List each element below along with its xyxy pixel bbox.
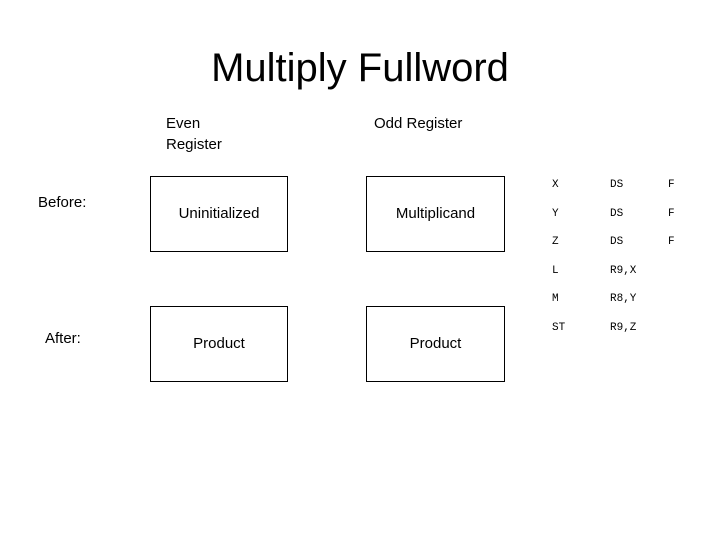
code-cell-label: M — [552, 293, 559, 305]
code-cell-operation: DS — [610, 179, 624, 191]
code-cell-operation: R9,X — [610, 264, 637, 277]
code-cell-operand: F — [668, 179, 675, 191]
code-row: M R8,Y — [552, 293, 712, 322]
code-cell-label: Z — [552, 236, 559, 248]
code-cell-operation: DS — [610, 236, 624, 248]
register-box-even-before: Uninitialized — [150, 176, 288, 252]
row-label-after: After: — [45, 330, 81, 347]
code-cell-operation: R9,Z — [610, 321, 637, 334]
code-cell-operation: R8,Y — [610, 293, 637, 305]
register-box-even-after: Product — [150, 306, 288, 382]
row-label-before: Before: — [38, 194, 87, 211]
column-header-odd-register: Odd Register — [374, 115, 463, 132]
code-cell-operand: F — [668, 207, 675, 220]
page-title: Multiply Fullword — [211, 46, 509, 90]
code-cell-label: X — [552, 179, 559, 191]
register-box-odd-before: Multiplicand — [366, 176, 505, 252]
code-row: Z DS F — [552, 236, 712, 265]
code-cell-operand: F — [668, 236, 675, 248]
column-header-even-register: Even Register — [166, 115, 222, 153]
code-cell-label: ST — [552, 321, 566, 334]
code-row: Y DS F — [552, 208, 712, 237]
register-box-odd-after: Product — [366, 306, 505, 382]
code-cell-label: Y — [552, 207, 559, 220]
code-row: L R9,X — [552, 265, 712, 294]
code-cell-operation: DS — [610, 207, 624, 220]
assembler-code-listing: X DS F Y DS F Z DS F L R9,X M R8,Y ST R9,Z — [552, 179, 712, 350]
code-row: ST R9,Z — [552, 322, 712, 351]
code-cell-label: L — [552, 264, 559, 277]
code-row: X DS F — [552, 179, 712, 208]
